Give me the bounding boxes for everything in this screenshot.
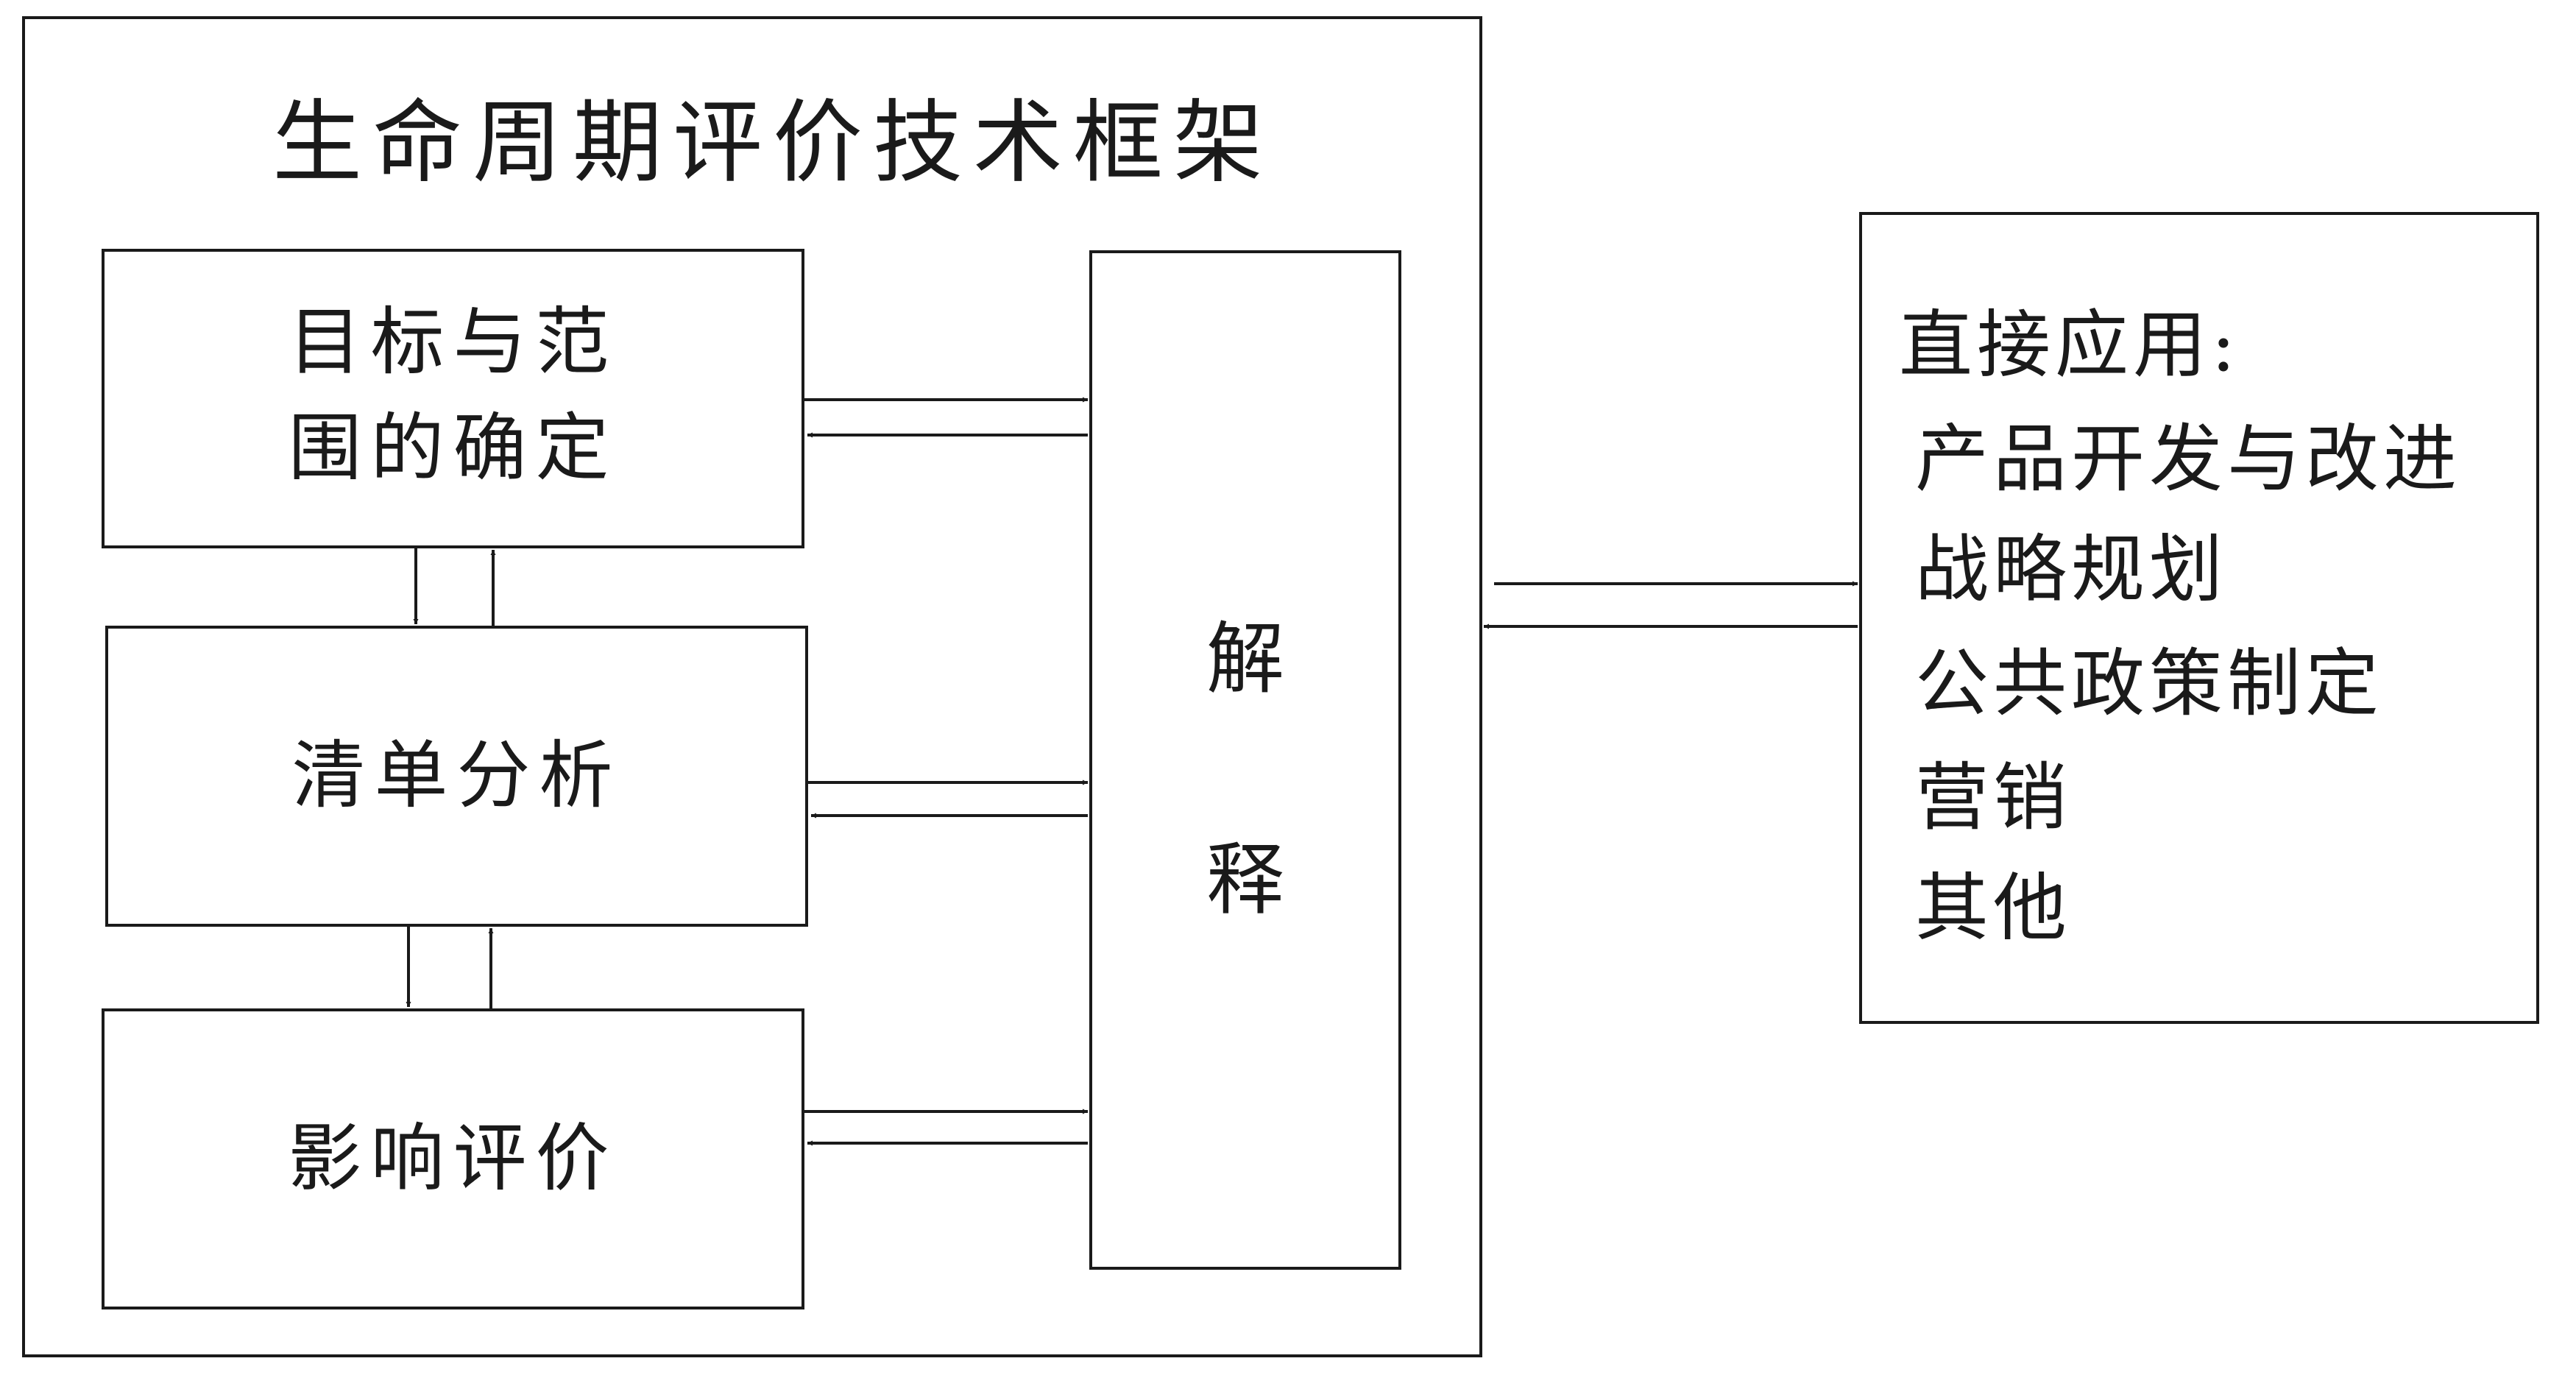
application-item: 其他 bbox=[1915, 865, 2071, 951]
application-item: 战略规划 bbox=[1915, 526, 2227, 612]
application-item: 营销 bbox=[1915, 754, 2071, 841]
interpretation-box: 解 释 bbox=[1089, 250, 1401, 1270]
interpretation-label-char-2: 释 bbox=[1206, 835, 1284, 925]
goal-scope-box: 目标与范 围的确定 bbox=[102, 249, 804, 548]
impact-assessment-label: 影响评价 bbox=[288, 1115, 618, 1201]
applications-title: 直接应用: bbox=[1899, 302, 2240, 388]
impact-assessment-box: 影响评价 bbox=[102, 1008, 804, 1309]
interpretation-label-char-1: 解 bbox=[1206, 614, 1284, 704]
framework-title: 生命周期评价技术框架 bbox=[272, 91, 1273, 195]
application-item: 产品开发与改进 bbox=[1915, 416, 2461, 502]
applications-box: 直接应用: 产品开发与改进 战略规划 公共政策制定 营销 其他 bbox=[1859, 212, 2539, 1024]
application-item: 公共政策制定 bbox=[1915, 640, 2383, 727]
goal-scope-label-line-1: 目标与范 bbox=[288, 299, 618, 385]
inventory-analysis-box: 清单分析 bbox=[105, 626, 808, 927]
inventory-analysis-label: 清单分析 bbox=[291, 732, 622, 819]
goal-scope-label-line-2: 围的确定 bbox=[288, 405, 618, 491]
